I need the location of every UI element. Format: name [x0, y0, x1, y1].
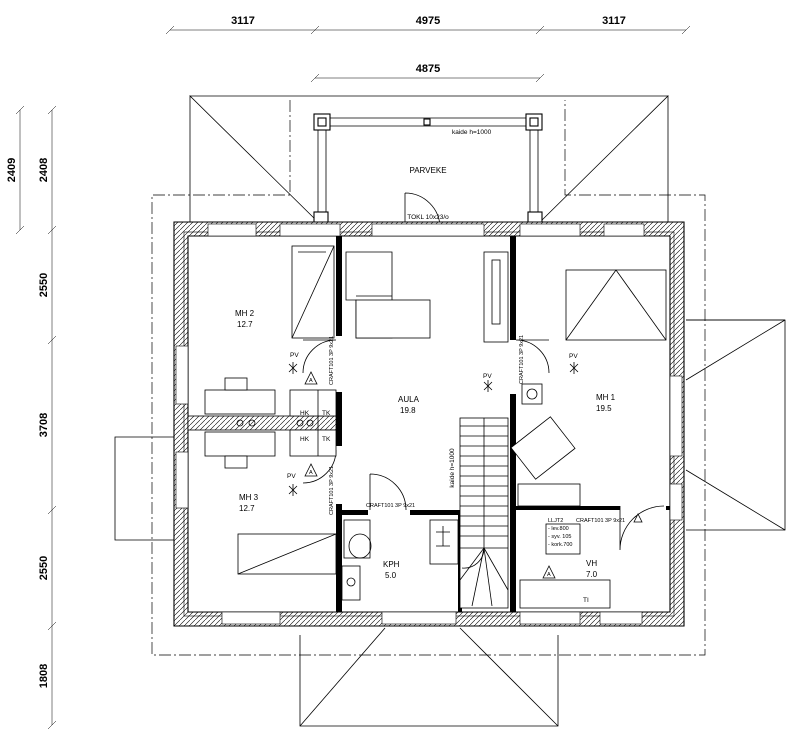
dim-left-2: 2550	[38, 273, 50, 297]
hk-label-lower: HK	[300, 436, 310, 443]
door-label-mh2: CRAFT101 3P 9x21	[329, 336, 335, 385]
sensor-a-mh3: A	[309, 470, 313, 476]
dim-top-right: 3117	[602, 15, 626, 27]
dim-left-5: 1808	[38, 664, 50, 688]
room-mh2-area: 12.7	[237, 320, 253, 329]
lljt-width: - lev.800	[548, 526, 569, 532]
dim-left-outer: 2409	[6, 158, 18, 182]
interior-walls	[187, 236, 670, 612]
room-mh3-name: MH 3	[239, 493, 259, 502]
overhang-lines	[151, 100, 706, 656]
dimension-lines	[15, 25, 691, 730]
parveke-label: PARVEKE	[409, 166, 446, 175]
door-label-mh3: CRAFT101 3P 9x21	[329, 466, 335, 515]
tk-label-lower: TK	[322, 436, 331, 443]
room-vh-area: 7.0	[586, 570, 598, 579]
lljt-depth: - syv. 105	[548, 534, 571, 540]
room-mh1-area: 19.5	[596, 404, 612, 413]
sensor-a-vh: A	[547, 572, 551, 578]
railing-top-label: kaide h=1000	[452, 129, 492, 136]
room-aula-name: AULA	[398, 395, 420, 404]
pv-aula: PV	[483, 373, 492, 380]
room-kph-name: KPH	[383, 560, 400, 569]
furniture	[204, 245, 667, 609]
exterior-walls	[173, 221, 685, 627]
door-label-vh: CRAFT101 3P 9x21	[576, 518, 625, 524]
dim-left-3: 3708	[38, 413, 50, 437]
room-vh-name: VH	[586, 559, 597, 568]
lljt-title: LLJT2	[548, 518, 563, 524]
room-mh2-name: MH 2	[235, 309, 255, 318]
sensor-a-mh2: A	[309, 378, 313, 384]
vent-symbols	[288, 362, 579, 496]
roof-outlines	[114, 95, 786, 727]
balcony-door-label: TOKL 10x23/o	[407, 214, 449, 221]
door-label-kph: CRAFT101 3P 9x21	[366, 503, 415, 509]
lljt-note: LLJT2 - lev.800 - syv. 105 - kork.700	[548, 518, 572, 548]
pv-mh1: PV	[569, 353, 578, 360]
door-swings	[302, 339, 665, 551]
room-aula-area: 19.8	[400, 406, 416, 415]
lljt-height: - kork.700	[548, 542, 572, 548]
sensor-symbols	[304, 371, 643, 579]
dim-left-1: 2408	[38, 158, 50, 182]
tk-label-upper: TK	[322, 410, 331, 417]
dim-top-middle: 4975	[416, 15, 440, 27]
hk-label-upper: HK	[300, 410, 310, 417]
room-mh1-name: MH 1	[596, 393, 616, 402]
door-label-mh1: CRAFT101 3P 9x21	[519, 335, 525, 384]
dim-left-4: 2550	[38, 556, 50, 580]
room-ti-label: TI	[583, 597, 589, 604]
room-kph-area: 5.0	[385, 571, 397, 580]
pv-mh2: PV	[290, 352, 299, 359]
railing-stair-label: kaide h=1000	[449, 448, 456, 488]
pv-mh3: PV	[287, 473, 296, 480]
staircase	[459, 417, 509, 609]
dim-top-left: 3117	[231, 15, 255, 27]
room-mh3-area: 12.7	[239, 504, 255, 513]
dim-balcony: 4875	[416, 63, 440, 75]
